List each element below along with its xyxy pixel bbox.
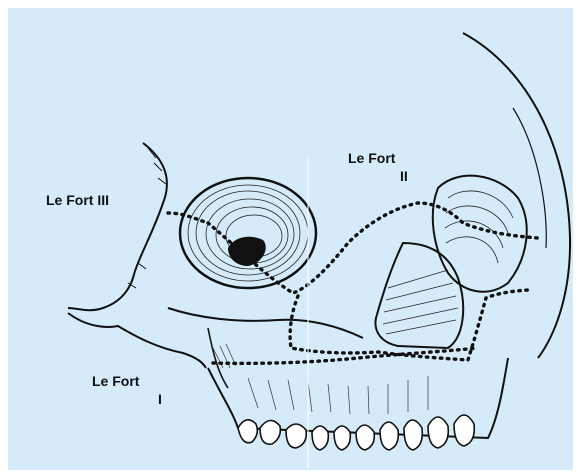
orbit-left: [433, 176, 527, 292]
forehead-contour: [513, 108, 546, 248]
skull-illustration: [8, 8, 573, 470]
label-le-fort-iii: Le Fort III: [46, 192, 109, 208]
nose-tip: [68, 313, 206, 368]
le-fort-i-line: [213, 348, 478, 363]
teeth-row: [238, 415, 474, 450]
le-fort-iii-line: [168, 203, 538, 293]
label-le-fort-ii-line2: II: [400, 168, 408, 184]
label-le-fort-i-line2: I: [158, 391, 162, 407]
label-le-fort-i-line1: Le Fort: [92, 373, 139, 389]
nasal-aperture-hatching: [383, 270, 458, 334]
nasal-ridge-hatch: [128, 148, 166, 288]
orbit-right: [180, 178, 316, 288]
optic-canal: [228, 237, 266, 266]
diagram-frame: Le Fort III Le Fort II Le Fort I: [8, 8, 573, 470]
label-le-fort-ii-line1: Le Fort: [348, 150, 395, 166]
orbit-hatching: [188, 185, 308, 281]
orbit-left-hatching: [445, 191, 513, 263]
zygomatic-arch: [168, 308, 363, 338]
nasal-ridge: [68, 143, 167, 310]
nasal-aperture: [375, 243, 463, 348]
